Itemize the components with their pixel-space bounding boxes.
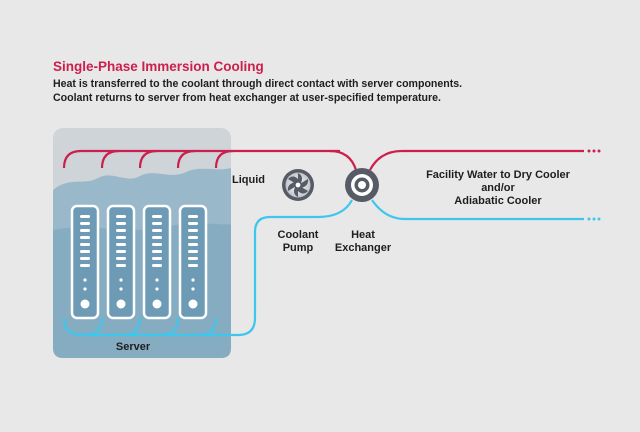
server-blade [106, 204, 136, 320]
heat-exchanger-label-line-1: Heat [351, 229, 375, 241]
heat-exchanger-label: Heat Exchanger [327, 229, 399, 255]
subtitle-line-2: Coolant returns to server from heat exch… [53, 91, 441, 104]
facility-hot-line [369, 149, 584, 171]
facility-label-line-1: Facility Water to Dry Cooler [426, 169, 570, 181]
hot-to-hx [329, 149, 358, 171]
subtitle-line-1: Heat is transferred to the coolant throu… [53, 78, 463, 90]
hot-branch [100, 149, 120, 169]
coolant-pump-label-line-2: Pump [282, 242, 314, 254]
hx-connections [317, 149, 584, 221]
facility-label: Facility Water to Dry Cooler and/or Adia… [410, 169, 586, 208]
server-blade [142, 204, 172, 320]
cold-branch [84, 317, 104, 337]
hot-branch [138, 149, 158, 169]
cold-branch [122, 317, 142, 337]
diagram-subtitle: Heat is transferred to the coolant throu… [53, 78, 462, 105]
pump-fan-icon [282, 169, 314, 201]
diagram-title: Single-Phase Immersion Cooling [53, 59, 264, 74]
server-blades [70, 204, 208, 320]
liquid-label: Liquid [232, 174, 265, 186]
heat-exchanger-icon [345, 168, 379, 202]
hot-header [62, 149, 340, 169]
cold-branch [160, 317, 180, 337]
facility-label-line-3: Adiabatic Cooler [454, 195, 542, 207]
facility-line-dots [587, 149, 601, 221]
server-label: Server [115, 341, 151, 353]
server-blade [178, 204, 208, 320]
heat-exchanger-label-line-2: Exchanger [334, 242, 392, 254]
coolant-pump-label: Coolant Pump [268, 229, 328, 255]
facility-label-line-2: and/or [481, 182, 515, 194]
server-blade [70, 204, 100, 320]
cold-branch [198, 317, 218, 337]
hot-branch [176, 149, 196, 169]
coolant-pump-label-line-1: Coolant [277, 229, 319, 241]
cold-from-hx [317, 199, 353, 219]
hot-branch [214, 149, 234, 169]
facility-cold-line [371, 199, 584, 221]
cold-return [62, 215, 318, 337]
coolant-loops [62, 149, 340, 337]
